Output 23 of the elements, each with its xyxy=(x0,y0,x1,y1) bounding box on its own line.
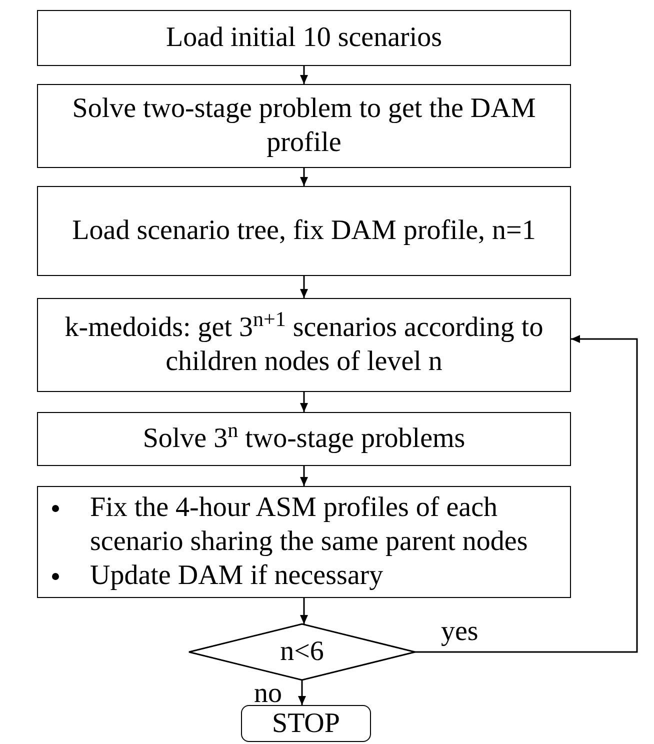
arrow xyxy=(300,392,308,412)
condition-text: n<6 xyxy=(280,636,324,668)
process-box xyxy=(37,84,571,168)
box-text: Load scenario tree, fix DAM profile, n=1 xyxy=(72,214,536,248)
box-text: Solve 3$^{n}$ two-stage problems xyxy=(142,422,466,456)
arrow xyxy=(300,598,308,624)
arrow xyxy=(300,276,308,298)
arrow xyxy=(300,66,308,84)
process-box xyxy=(37,412,571,466)
process-box xyxy=(37,10,571,66)
arrow xyxy=(300,168,308,186)
box-text: Solve two-stage problem to get the DAM profile xyxy=(71,92,537,160)
arrow xyxy=(415,335,638,653)
arrow xyxy=(300,466,308,486)
arrow xyxy=(298,680,306,705)
bullet-text: Update DAM if necessary xyxy=(90,559,384,593)
box-text: Load initial 10 scenarios xyxy=(166,21,442,55)
box-text: k-medoids: get 3$^{n+1}$ scenarios according to children nodes of level n xyxy=(64,311,544,379)
process-box xyxy=(37,486,571,598)
process-box xyxy=(37,186,571,276)
process-box xyxy=(37,298,571,392)
bullet-text: Fix the 4-hour ASM profiles of each scenario sharing the same parent nodes xyxy=(90,491,529,559)
terminal-box xyxy=(241,705,371,742)
